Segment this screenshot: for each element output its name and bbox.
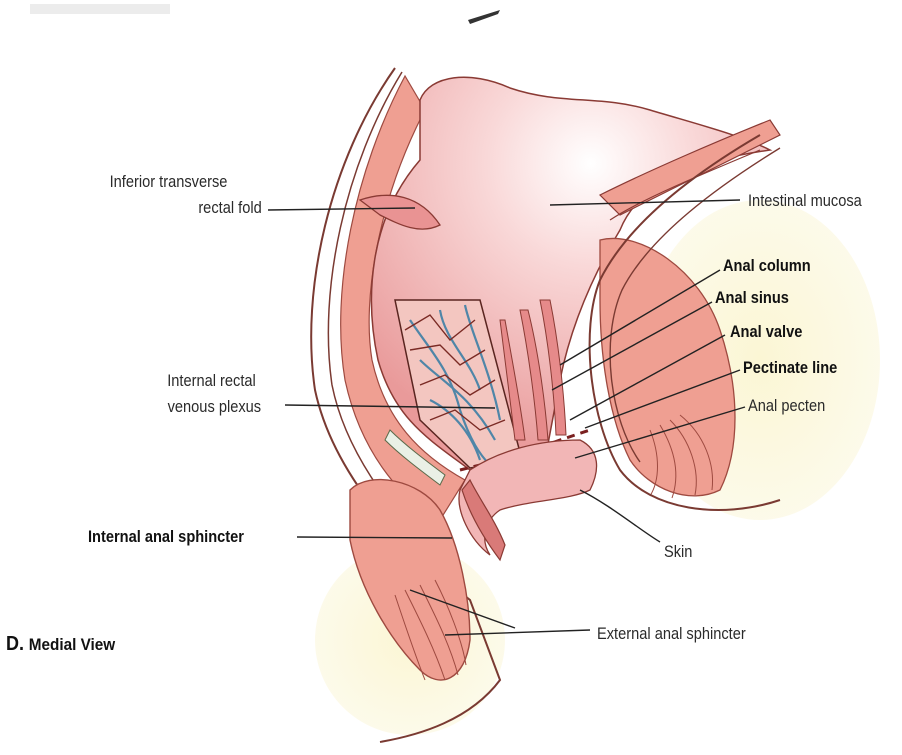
label-intestinal-mucosa: Intestinal mucosa [748, 190, 862, 212]
figure-caption: D. Medial View [6, 633, 115, 656]
caption-text: Medial View [29, 635, 115, 654]
label-pectinate-line: Pectinate line [743, 357, 837, 379]
label-inferior-transverse-line1: Inferior transverse [110, 171, 228, 193]
top-stroke-artifact [468, 10, 500, 24]
label-anal-valve: Anal valve [730, 321, 802, 343]
caption-letter: D. [6, 633, 24, 655]
label-anal-sinus: Anal sinus [715, 287, 789, 309]
label-anal-pecten: Anal pecten [748, 395, 825, 417]
label-anal-column: Anal column [723, 255, 811, 277]
label-internal-anal-sphincter: Internal anal sphincter [88, 526, 244, 548]
label-skin: Skin [664, 541, 692, 563]
label-internal-rectal-line1: Internal rectal [167, 370, 256, 392]
header-artifact [30, 4, 170, 14]
label-external-anal-sphincter: External anal sphincter [597, 623, 746, 645]
label-inferior-transverse-line2: rectal fold [199, 197, 262, 219]
label-internal-rectal-line2: venous plexus [168, 396, 261, 418]
